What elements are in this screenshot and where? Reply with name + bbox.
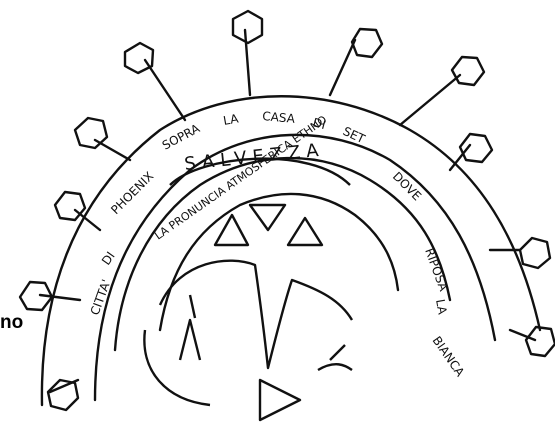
left-bulge: [144, 330, 210, 405]
word-riposa: RIPOSA: [422, 246, 451, 293]
word-casa: CASA: [262, 109, 297, 126]
hexagon-decorations: [20, 11, 555, 410]
word-citta: CITTA': [88, 278, 114, 318]
caption-text: no: [0, 312, 23, 334]
word-phoenix: PHOENIX: [108, 169, 156, 217]
word-bianca: BIANCA: [430, 334, 468, 380]
word-di-1: DI: [99, 249, 118, 267]
triangles: [160, 205, 352, 420]
word-la-2: LA: [433, 298, 450, 316]
word-la-1: LA: [222, 111, 240, 128]
seal-drawing: [40, 30, 540, 405]
